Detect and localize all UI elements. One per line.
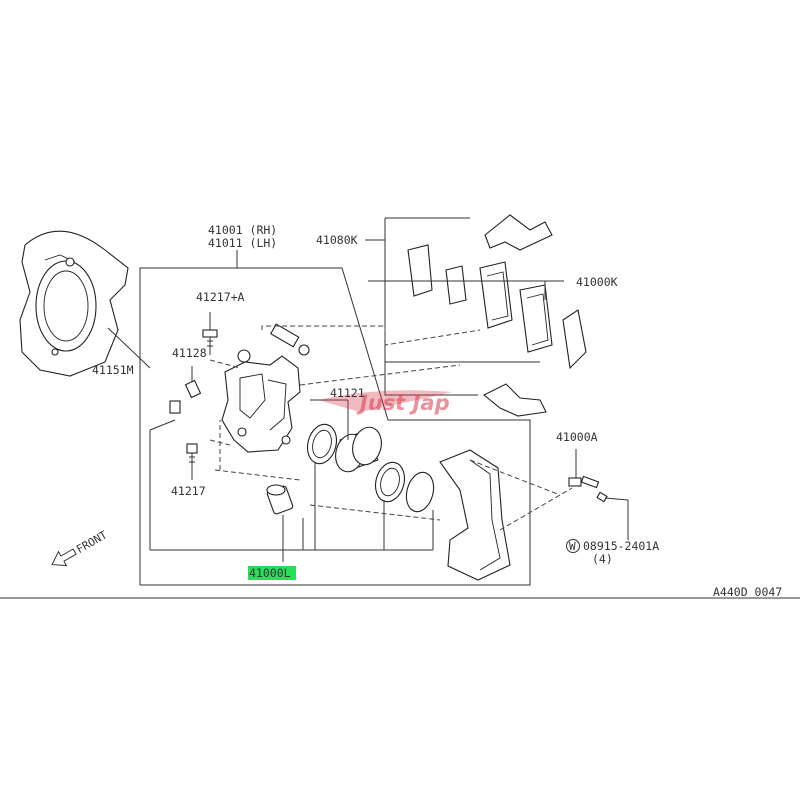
watermark-text: Just Jap [356, 391, 450, 415]
washer-symbol: W [569, 540, 576, 553]
label-dust-shield: 41151M [92, 363, 134, 377]
label-piston-seal: 41121 [330, 386, 365, 400]
shim-outer-part [562, 309, 587, 370]
washer-callout: W 08915-2401A (4) [566, 539, 659, 566]
seal-kit-callout: 41000L [248, 566, 296, 580]
shim-right-part [445, 265, 467, 305]
shim-left-part [407, 244, 433, 297]
guide-pin-lower-part [266, 484, 294, 515]
guide-pin-upper-part [269, 323, 310, 356]
small-nut-part [169, 400, 181, 414]
label-washer: 08915-2401A [583, 539, 659, 553]
pin-bolt-part [186, 443, 198, 480]
caliper-assembly-frame [139, 267, 531, 586]
dashed-alignment-lines [209, 325, 573, 531]
piston-part [335, 426, 382, 473]
caliper-bracket-part [439, 449, 511, 581]
label-cap: 41128 [172, 346, 207, 360]
retaining-ring-part [405, 471, 435, 513]
highlight-box [248, 566, 296, 580]
dust-shield-part [19, 230, 151, 377]
front-direction: FRONT [51, 528, 110, 567]
label-pin-bolt: 41217 [171, 484, 206, 498]
label-pad-hardware: 41080K [316, 233, 358, 247]
watermark-logo: Just Jap [318, 390, 452, 415]
pad-clip-lower-part [482, 383, 547, 417]
brake-pad-outer-part [479, 261, 513, 329]
leader-lines [149, 250, 629, 562]
label-seal-kit: 41000L [249, 566, 291, 580]
bleeder-cap-part [184, 366, 202, 399]
label-washer-qty: (4) [592, 552, 613, 566]
label-bleeder: 41217+A [196, 290, 245, 304]
bleeder-screw-part [202, 312, 218, 355]
piston-seal-ring-part [306, 423, 338, 465]
mount-bolt-part [568, 449, 600, 489]
label-mount-bolt: 41000A [556, 430, 598, 444]
front-label: FRONT [74, 528, 110, 556]
diagram-code: A440D 0047 [713, 585, 782, 599]
label-caliper-rh: 41001 (RH) [208, 223, 277, 237]
washer-part [596, 491, 608, 503]
pad-kit-frame [365, 217, 540, 396]
caliper-body-part [221, 349, 301, 453]
label-caliper-lh: 41011 (LH) [208, 236, 277, 250]
label-pad-kit: 41000K [576, 275, 618, 289]
pad-clip-upper-part [484, 214, 553, 251]
brake-pad-inner-part [519, 284, 553, 353]
front-arrow-icon [51, 548, 77, 567]
dust-boot-part [374, 461, 406, 503]
